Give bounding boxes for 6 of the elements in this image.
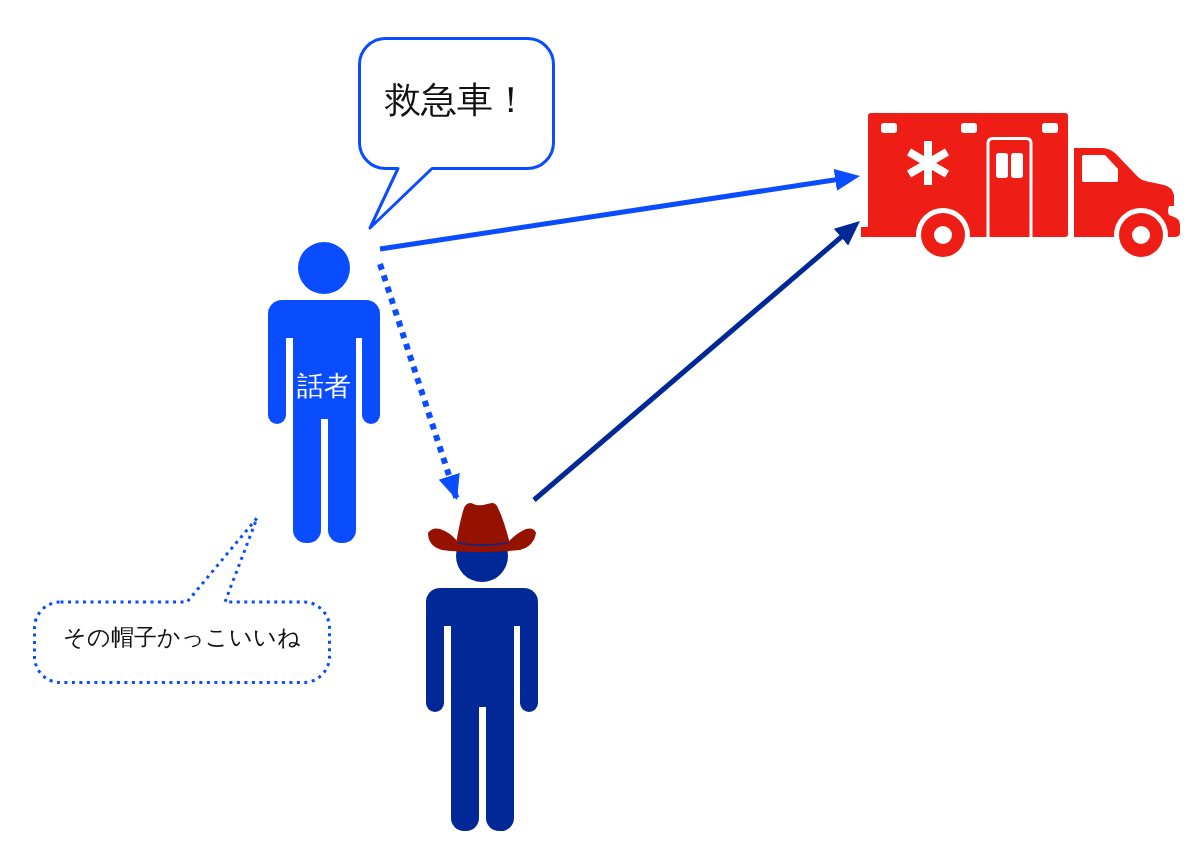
arrow	[532, 219, 862, 502]
node-label: 話者	[297, 370, 351, 402]
arrow	[379, 168, 861, 252]
node-label: その帽子かっこいいね	[63, 623, 301, 651]
dotted-arrow	[377, 263, 460, 501]
node-label: 救急車！	[384, 79, 529, 121]
